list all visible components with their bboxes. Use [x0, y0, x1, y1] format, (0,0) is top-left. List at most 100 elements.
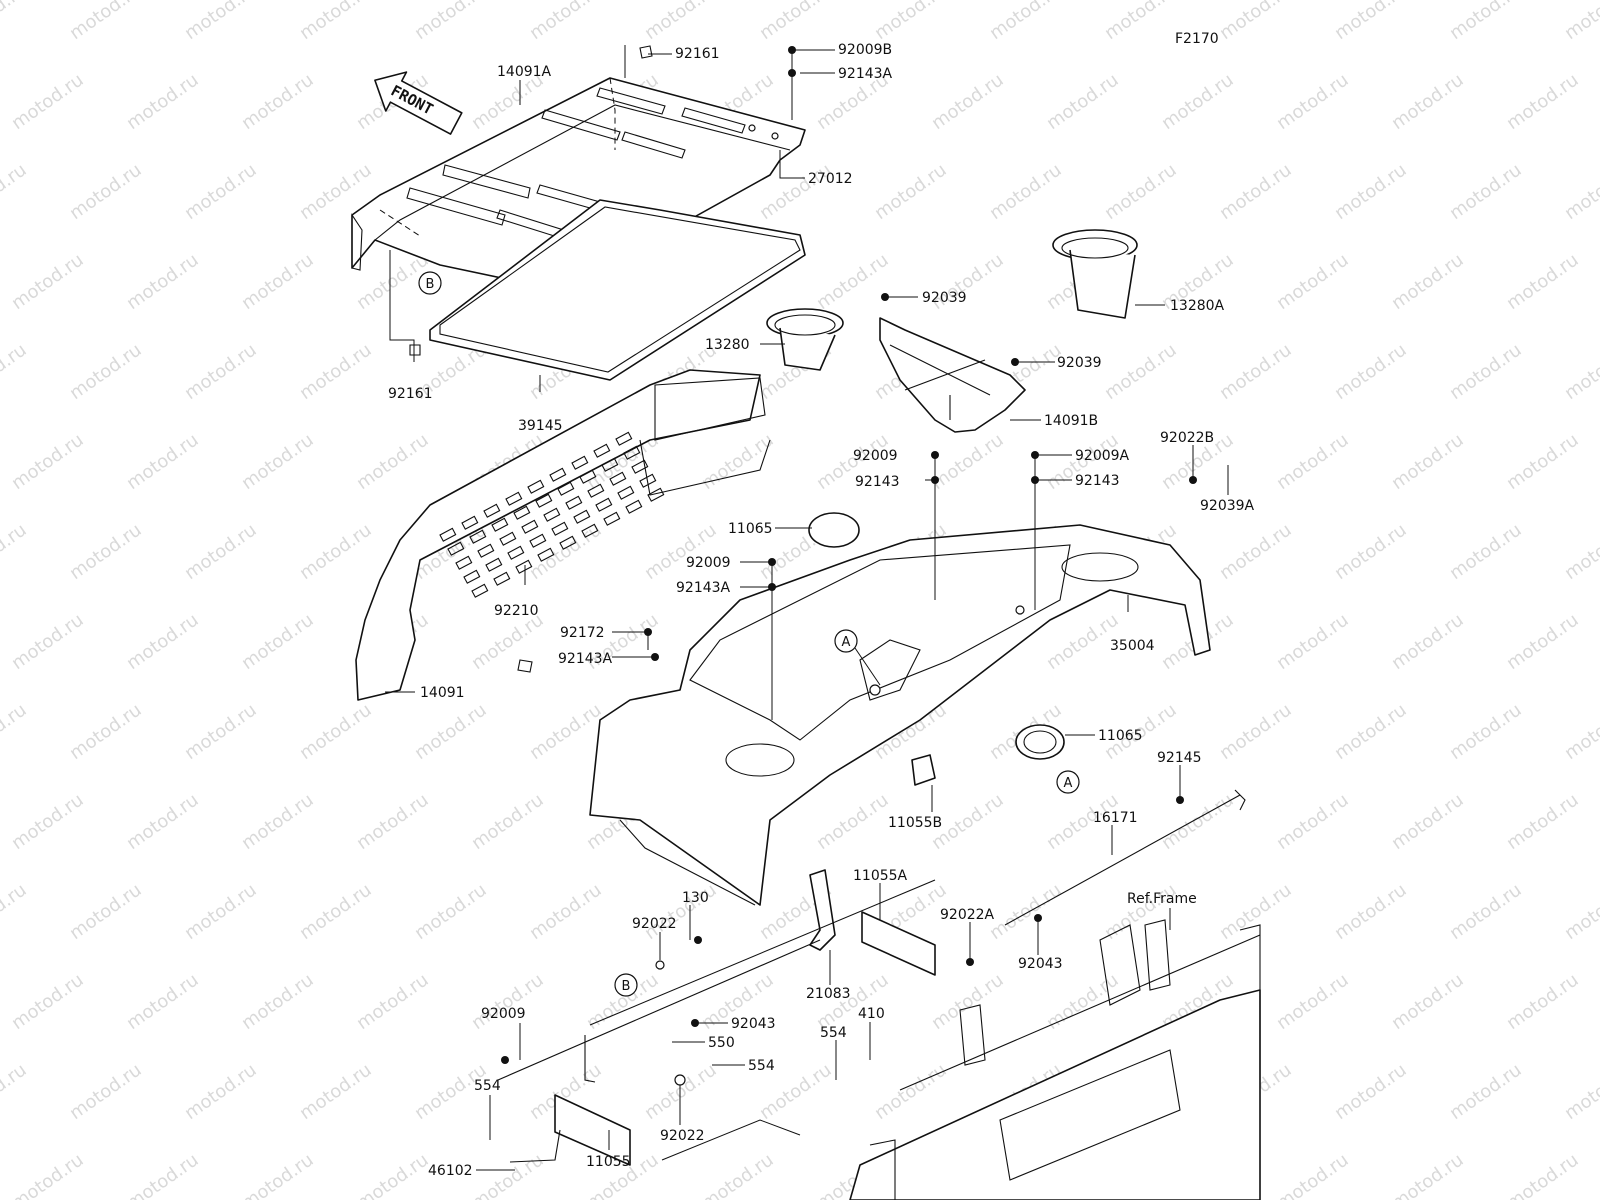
grille-slot	[471, 583, 489, 598]
watermark-text: motod.ru	[296, 520, 376, 585]
watermark-text: motod.ru	[181, 520, 261, 585]
part-label-92039-a: 92039	[922, 290, 967, 306]
watermark-text: motod.ru	[66, 160, 146, 225]
watermark-text: motod.ru	[181, 1060, 261, 1125]
fasteners	[409, 45, 1197, 1086]
watermark-text: motod.ru	[1388, 430, 1468, 495]
watermark-text: motod.ru	[238, 70, 318, 135]
grille-slot	[521, 519, 539, 534]
grille-slot	[505, 491, 523, 506]
watermark-text: motod.ru	[123, 790, 203, 855]
rod-16171	[1004, 794, 1241, 926]
watermark-text: motod.ru	[1388, 610, 1468, 675]
watermark-text: motod.ru	[411, 880, 491, 945]
part-label-554-c: 554	[474, 1078, 501, 1094]
watermark-text: motod.ru	[238, 610, 318, 675]
cup-holder-right	[1052, 229, 1138, 319]
svg-text:B: B	[622, 979, 631, 994]
grille-slot	[617, 485, 635, 500]
grille-slot	[587, 483, 605, 498]
watermark-text: motod.ru	[1043, 970, 1123, 1035]
svg-text:B: B	[426, 277, 435, 292]
part-label-92022a: 92022A	[940, 907, 995, 923]
grille-slot	[593, 443, 611, 458]
part-label-92043-mid: 92043	[731, 1016, 776, 1032]
grille-slot	[571, 455, 589, 470]
watermark-text: motod.ru	[66, 520, 146, 585]
watermark-text: motod.ru	[1101, 0, 1181, 44]
watermark-text: motod.ru	[296, 340, 376, 405]
watermark-text: motod.ru	[1561, 520, 1600, 585]
watermark-text: motod.ru	[1561, 340, 1600, 405]
watermark-text: motod.ru	[0, 160, 31, 225]
part-label-92009-mid: 92009	[853, 448, 898, 464]
watermark-text: motod.ru	[1331, 700, 1411, 765]
bracket-21083	[809, 869, 836, 951]
watermark-text: motod.ru	[1273, 250, 1353, 315]
watermark-text: motod.ru	[123, 70, 203, 135]
watermark-text: motod.ru	[1331, 340, 1411, 405]
watermark-text: motod.ru	[238, 430, 318, 495]
watermark-text: motod.ru	[1446, 520, 1526, 585]
watermark-text: motod.ru	[1446, 0, 1526, 44]
watermark-text: motod.ru	[1216, 700, 1296, 765]
watermark-text: motod.ru	[698, 430, 778, 495]
grille-slot	[595, 497, 613, 512]
svg-text:A: A	[842, 635, 851, 650]
watermark-text: motod.ru	[238, 970, 318, 1035]
watermark-text: motod.ru	[8, 250, 88, 315]
watermark-text: motod.ru	[813, 790, 893, 855]
inner-panel-14091b	[879, 317, 1026, 433]
part-label-92210: 92210	[494, 603, 539, 619]
grille-slot	[483, 503, 501, 518]
roof-panel	[351, 77, 806, 301]
watermark-text: motod.ru	[181, 700, 261, 765]
watermark-text: motod.ru	[353, 970, 433, 1035]
watermark-text: motod.ru	[296, 700, 376, 765]
grille-slot	[581, 523, 599, 538]
grille-slot	[557, 481, 575, 496]
part-label-92022-a: 92022	[632, 916, 677, 932]
watermark-text: motod.ru	[1561, 880, 1600, 945]
watermark-text: motod.ru	[871, 160, 951, 225]
grille-slot	[491, 517, 509, 532]
watermark-text: motod.ru	[1158, 790, 1238, 855]
watermark-text: motod.ru	[526, 700, 606, 765]
watermark-text: motod.ru	[8, 70, 88, 135]
grille-slot	[579, 469, 597, 484]
watermark-text: motod.ru	[123, 250, 203, 315]
watermark-text: motod.ru	[1216, 0, 1296, 44]
part-label-92143-right: 92143	[1075, 473, 1120, 489]
watermark-text: motod.ru	[1273, 970, 1353, 1035]
cover-11065-low	[1015, 724, 1065, 760]
watermark-text: motod.ru	[1101, 160, 1181, 225]
watermark-text: motod.ru	[1388, 1150, 1468, 1200]
part-label-92172: 92172	[560, 625, 605, 641]
part-label-92039a: 92039A	[1200, 498, 1255, 514]
watermark-text: motod.ru	[1273, 610, 1353, 675]
grille-slot	[603, 511, 621, 526]
part-label-554-b: 554	[748, 1058, 775, 1074]
part-label-46102: 46102	[428, 1163, 473, 1179]
watermark-text: motod.ru	[181, 880, 261, 945]
watermark-text: motod.ru	[1446, 1060, 1526, 1125]
grille-slot	[493, 571, 511, 586]
watermark-text: motod.ru	[1273, 430, 1353, 495]
watermark-text: motod.ru	[238, 250, 318, 315]
part-label-92022b: 92022B	[1160, 430, 1214, 446]
grille-slot	[529, 533, 547, 548]
part-label-92145: 92145	[1157, 750, 1202, 766]
part-label-92039-b: 92039	[1057, 355, 1102, 371]
part-label-21083: 21083	[806, 986, 851, 1002]
watermark-text: motod.ru	[928, 70, 1008, 135]
watermark-text: motod.ru	[8, 790, 88, 855]
part-label-13280: 13280	[705, 337, 750, 353]
watermark-text: motod.ru	[928, 970, 1008, 1035]
part-label-92009b: 92009B	[838, 42, 892, 58]
watermark-text: motod.ru	[1331, 160, 1411, 225]
grille-slot	[485, 557, 503, 572]
watermark-text: motod.ru	[1216, 520, 1296, 585]
watermark-text: motod.ru	[123, 1150, 203, 1200]
part-label-92143-mid: 92143	[855, 474, 900, 490]
watermark-text: motod.ru	[1043, 70, 1123, 135]
